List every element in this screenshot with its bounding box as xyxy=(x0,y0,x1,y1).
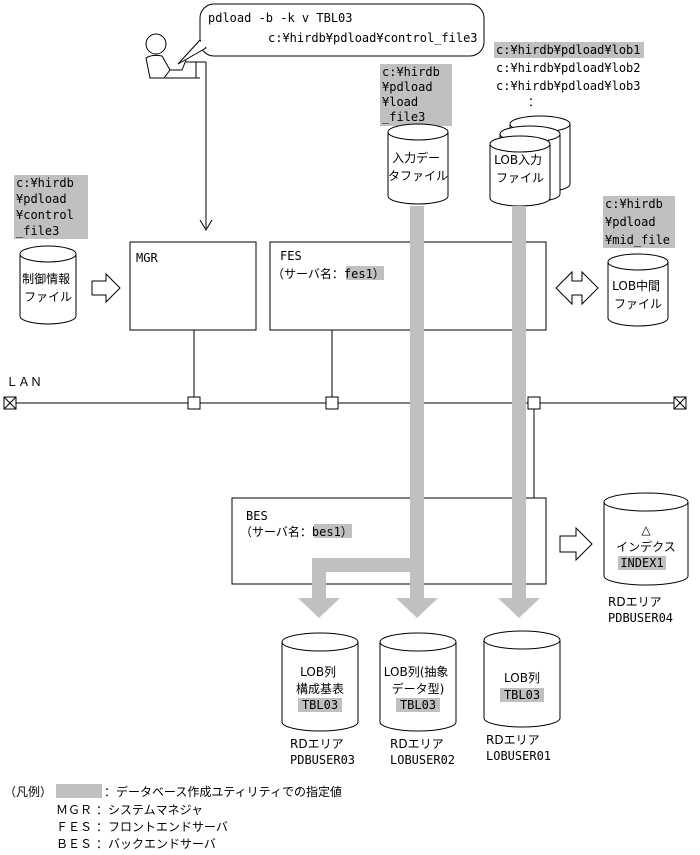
load-path: c:¥hirdb ¥pdload ¥load _file3 xyxy=(382,65,447,124)
db2-label: LOB列(抽象 データ型) xyxy=(384,665,452,696)
index-name-highlight xyxy=(618,556,666,570)
mgr-box xyxy=(129,241,257,331)
bes-label: BES xyxy=(246,509,268,523)
lob-input-files: LOB入力 ファイル xyxy=(489,115,571,207)
db-pdbuser03: LOB列 構成基表 TBL03 xyxy=(281,632,359,732)
fes-name-highlight xyxy=(346,266,384,280)
index-label: インデクス xyxy=(616,539,676,554)
db3-table: TBL03 xyxy=(504,688,540,702)
legend-mgr-desc: ：システムマネジャ xyxy=(96,803,203,817)
legend-fes-abbr: ＦＥＳ xyxy=(56,820,92,834)
lob-mid-file: LOB中間 ファイル xyxy=(607,253,669,327)
lob-path-highlight xyxy=(494,42,644,58)
mid-path: c:¥hirdb ¥pdload ¥mid_file xyxy=(605,197,670,247)
control-info-file: 制御情報 ファイル xyxy=(19,245,77,325)
legend-bes-abbr: ＢＥＳ xyxy=(56,837,92,851)
db1-area: RDエリア PDBUSER03 xyxy=(290,737,355,767)
user-icon xyxy=(145,33,207,79)
lan-label: ＬＡＮ xyxy=(6,375,42,389)
fes-box xyxy=(269,241,547,331)
fes-mid-double-arrow xyxy=(555,270,599,306)
legend-bes-desc: ：バックエンドサーバ xyxy=(96,837,216,851)
legend-swatch-text: ：データベース作成ユティリティでの指定値 xyxy=(104,784,342,799)
control-path: c:¥hirdb ¥pdload ¥control _file3 xyxy=(16,176,81,238)
db2-table: TBL03 xyxy=(400,698,436,712)
index-symbol: △ xyxy=(641,523,651,537)
index-area: RDエリア PDBUSER04 xyxy=(608,595,673,625)
bes-server: （サーバ名：bes1） xyxy=(240,524,353,539)
input-data-file-label: 入力デー タファイル xyxy=(388,150,448,183)
fes-server: （サーバ名：fes1） xyxy=(272,266,385,281)
command-bubble: pdload -b -k v TBL03 c:¥hirdb¥pdload¥con… xyxy=(177,3,485,65)
control-path-highlight xyxy=(14,175,88,239)
db1-table-highlight xyxy=(298,698,342,712)
bes-name-highlight xyxy=(314,524,352,538)
db1-table: TBL03 xyxy=(302,698,338,712)
db-lobuser02: LOB列(抽象 データ型) TBL03 xyxy=(379,632,457,732)
fes-label: FES xyxy=(280,249,302,263)
legend-title: （凡例） xyxy=(4,785,52,799)
command-line-1: pdload -b -k v TBL03 xyxy=(208,11,353,25)
lob-mid-file-label: LOB中間 ファイル xyxy=(612,278,664,311)
legend: （凡例） ：データベース作成ユティリティでの指定値 ＭＧＲ ：システムマネジャ … xyxy=(4,784,342,851)
command-arrow xyxy=(199,78,213,231)
db3-table-highlight xyxy=(500,688,544,702)
legend-fes-desc: ：フロントエンドサーバ xyxy=(96,820,228,834)
legend-swatch xyxy=(56,784,102,798)
index-name: INDEX1 xyxy=(620,556,663,570)
load-path-highlight xyxy=(380,64,452,126)
db-lobuser01: LOB列 TBL03 xyxy=(483,630,561,728)
db3-label: LOB列 xyxy=(504,671,540,685)
lob-input-file-label: LOB入力 ファイル xyxy=(494,153,546,185)
db3-area: RDエリア LOBUSER01 xyxy=(486,733,551,763)
db1-label: LOB列 構成基表 xyxy=(296,665,344,696)
db2-area: RDエリア LOBUSER02 xyxy=(390,737,455,767)
command-line-2: c:¥hirdb¥pdload¥control_file3 xyxy=(268,31,478,45)
data-flow xyxy=(298,206,540,618)
input-data-file: 入力デー タファイル xyxy=(387,123,449,205)
control-to-mgr-arrow xyxy=(91,272,121,304)
index-db: △ インデクス INDEX1 xyxy=(603,492,689,586)
bes-to-index-arrow xyxy=(559,526,593,562)
mid-path-highlight xyxy=(603,196,675,248)
control-info-file-label: 制御情報 ファイル xyxy=(22,271,74,304)
lob-paths: c:¥hirdb¥pdload¥lob1 c:¥hirdb¥pdload¥lob… xyxy=(496,43,648,109)
lan-line xyxy=(3,330,687,498)
mgr-label: MGR xyxy=(136,251,158,265)
legend-mgr-abbr: ＭＧＲ xyxy=(56,803,92,817)
db2-table-highlight xyxy=(396,698,440,712)
